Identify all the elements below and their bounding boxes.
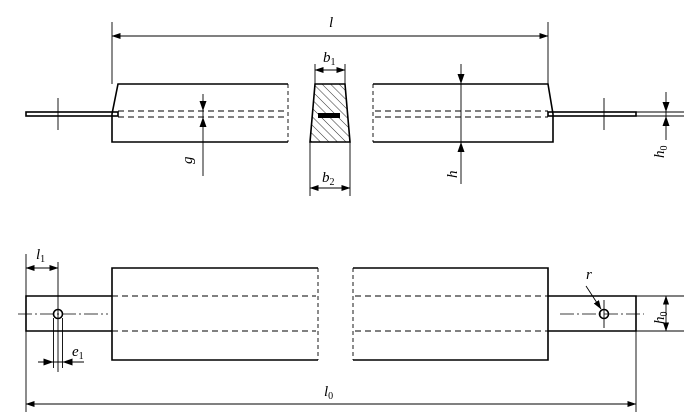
dim-l1-label: l1 — [36, 247, 45, 265]
right-body-segment — [373, 83, 554, 143]
dim-r-label: r — [586, 267, 592, 283]
left-terminal-tab — [25, 295, 112, 332]
dim-r-leader — [585, 285, 602, 310]
dim-b1-label: b1 — [323, 50, 336, 68]
left-lead-wire — [25, 111, 119, 117]
top-view: r l1 e1 h0 l0 — [18, 247, 684, 412]
dim-h0-top-arrow-upper — [662, 102, 670, 112]
dim-e1-arrow-right — [62, 358, 73, 366]
right-lead-wire — [547, 111, 637, 117]
left-body-segment — [111, 83, 288, 143]
side-view: l g b1 b2 h — [25, 15, 684, 196]
dim-h0-bottom-label: h0 — [652, 312, 670, 325]
dim-g-label: g — [180, 156, 196, 164]
dim-l0-label: l0 — [324, 384, 333, 402]
dim-e1-arrow-left — [43, 358, 54, 366]
dim-h0-top-arrow-lower — [662, 116, 670, 126]
right-body-top-view — [353, 267, 549, 361]
dim-g-arrow-top — [199, 101, 207, 111]
left-body-top-view — [111, 267, 318, 361]
dim-h0-top-label: h0 — [652, 146, 670, 159]
right-terminal-tab — [548, 295, 637, 332]
dim-e1-label: e1 — [72, 344, 84, 362]
dim-h-arrow-top — [457, 74, 465, 84]
cross-section-core — [318, 113, 340, 118]
dim-h-label: h — [445, 171, 461, 179]
dim-g-arrow-bottom — [199, 117, 207, 127]
dim-h-arrow-bottom — [457, 142, 465, 152]
dim-b2-label: b2 — [322, 170, 335, 188]
dim-l-label: l — [329, 15, 333, 31]
